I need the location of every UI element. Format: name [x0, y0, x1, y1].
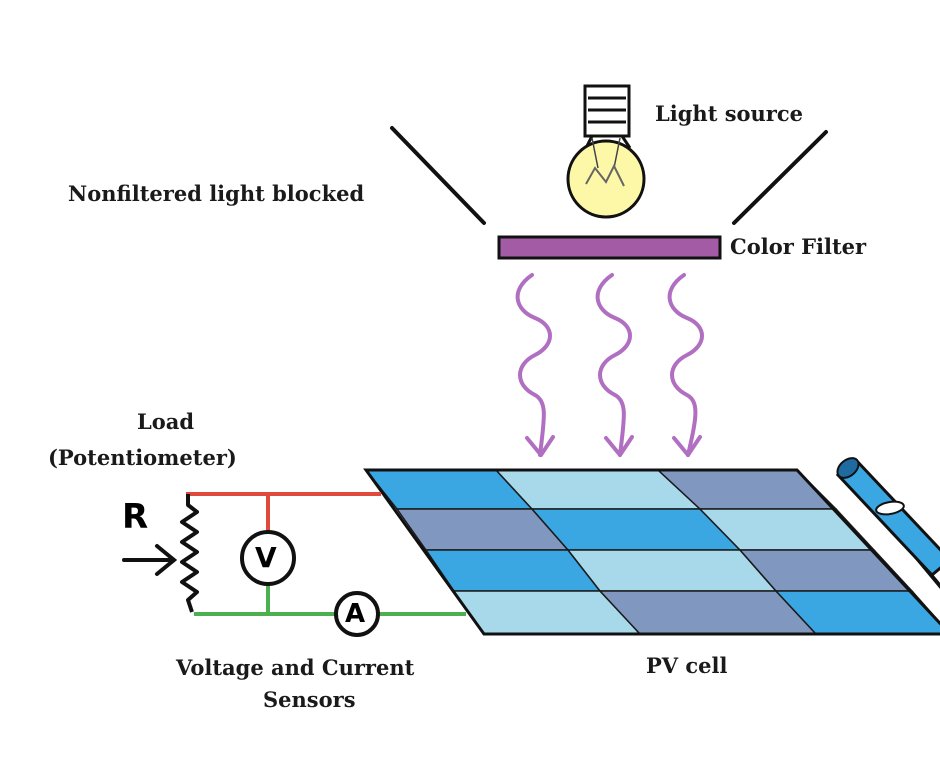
potentiometer-label: (Potentiometer) [48, 445, 237, 470]
voltmeter-icon [240, 530, 296, 586]
resistance-symbol: R [122, 497, 149, 537]
ammeter-symbol: A [345, 599, 366, 629]
light-source-label: Light source [655, 101, 804, 126]
light-waves [515, 273, 704, 457]
sensors-label-line1: Voltage and Current [176, 655, 415, 680]
ammeter-icon [334, 591, 380, 637]
circuit [186, 492, 466, 616]
blocked-light-line-left [390, 126, 486, 225]
light-bulb-icon [566, 84, 646, 219]
color-filter [497, 235, 722, 260]
pv-cell-label: PV cell [646, 653, 728, 678]
nonfiltered-light-label: Nonfiltered light blocked [68, 181, 365, 206]
voltmeter-symbol: V [255, 541, 277, 574]
sensors-label-line2: Sensors [263, 687, 356, 712]
arrow-icon [122, 544, 178, 576]
pv-cell-panel [363, 468, 940, 636]
load-label: Load [137, 409, 195, 434]
blocked-light-line-right [732, 130, 828, 225]
color-filter-label: Color Filter [730, 234, 867, 259]
potentiometer-icon [180, 494, 199, 613]
panel-holder-tube [835, 457, 940, 590]
